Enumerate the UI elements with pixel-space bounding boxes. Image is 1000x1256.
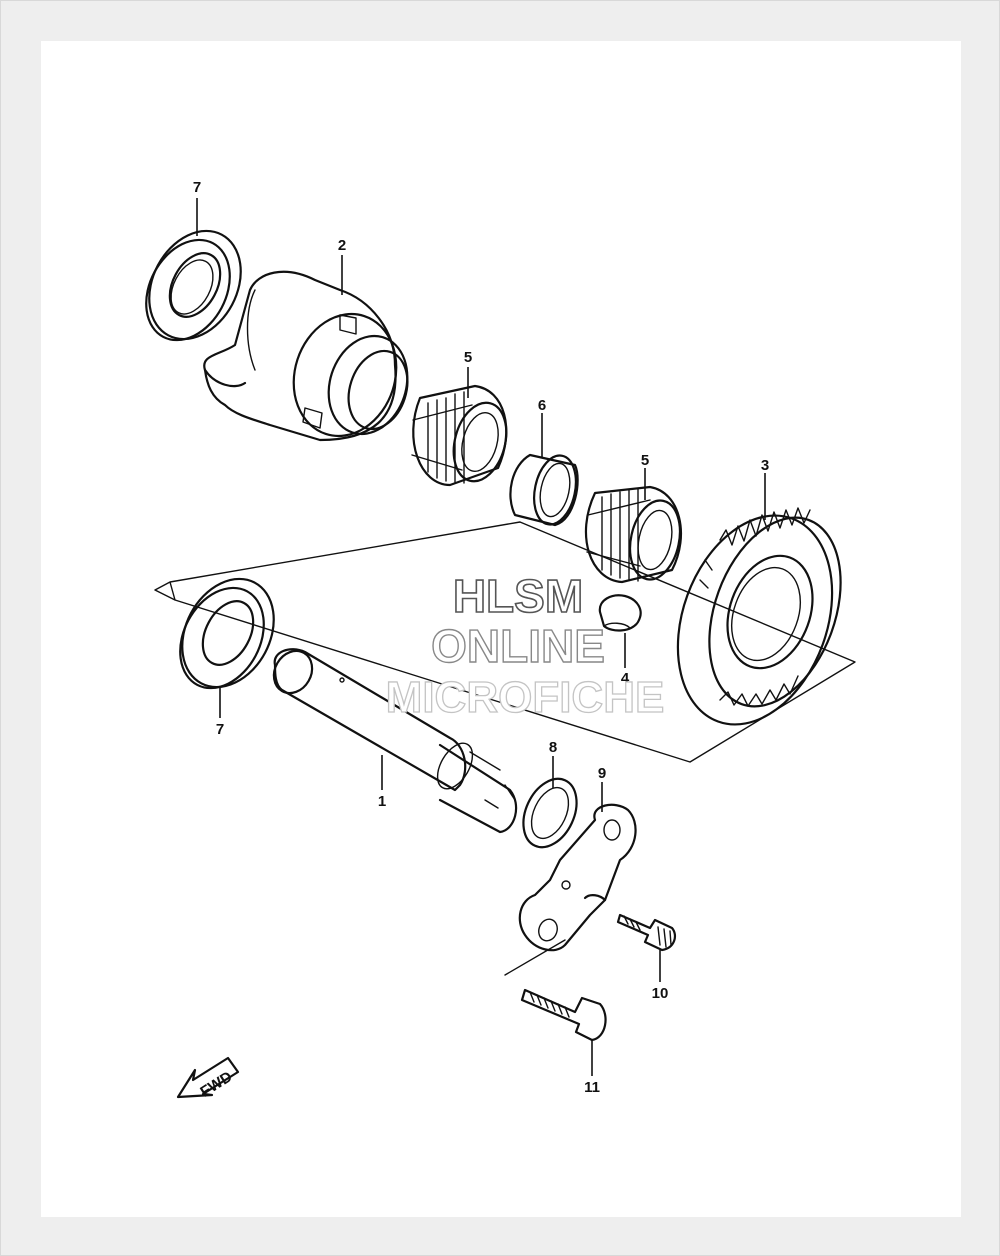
watermark-line1: HLSM <box>453 570 583 622</box>
leader-lines <box>196 198 766 1076</box>
key <box>598 594 642 632</box>
bolt-short <box>616 913 676 952</box>
fwd-arrow-icon: FWD <box>176 1056 240 1101</box>
callout-1: 1 <box>378 793 386 810</box>
callout-7-upper: 7 <box>193 179 201 196</box>
callout-4: 4 <box>621 670 630 687</box>
collar <box>509 453 579 527</box>
kick-shaft <box>272 648 518 834</box>
callout-11: 11 <box>584 1079 600 1096</box>
kick-lever-boss <box>203 270 409 442</box>
diagram-panel <box>41 41 961 1217</box>
watermark-line3: MICROFICHE <box>386 673 665 722</box>
needle-bearing-2 <box>584 485 683 584</box>
callout-2: 2 <box>338 237 346 254</box>
assembly-outline <box>154 521 856 763</box>
callout-labels: 7 2 5 6 5 3 4 7 8 9 1 10 11 <box>193 179 769 1096</box>
callout-8: 8 <box>549 739 557 756</box>
kick-idle-gear <box>676 507 842 726</box>
callout-10: 10 <box>652 985 669 1002</box>
kick-arm <box>504 803 637 976</box>
callout-9: 9 <box>598 765 606 782</box>
watermark: HLSM ONLINE MICROFICHE <box>385 569 665 722</box>
callout-3: 3 <box>761 457 769 474</box>
callout-7-lower: 7 <box>216 721 224 738</box>
callout-5-first: 5 <box>464 349 472 366</box>
callout-6: 6 <box>538 397 546 414</box>
oil-seal-upper <box>145 229 242 342</box>
needle-bearing-1 <box>411 384 508 487</box>
callout-5-second: 5 <box>641 452 649 469</box>
bolt-long <box>520 988 607 1042</box>
oil-seal-lower <box>179 577 275 690</box>
washer <box>522 777 578 849</box>
watermark-line2: ONLINE <box>431 620 605 672</box>
